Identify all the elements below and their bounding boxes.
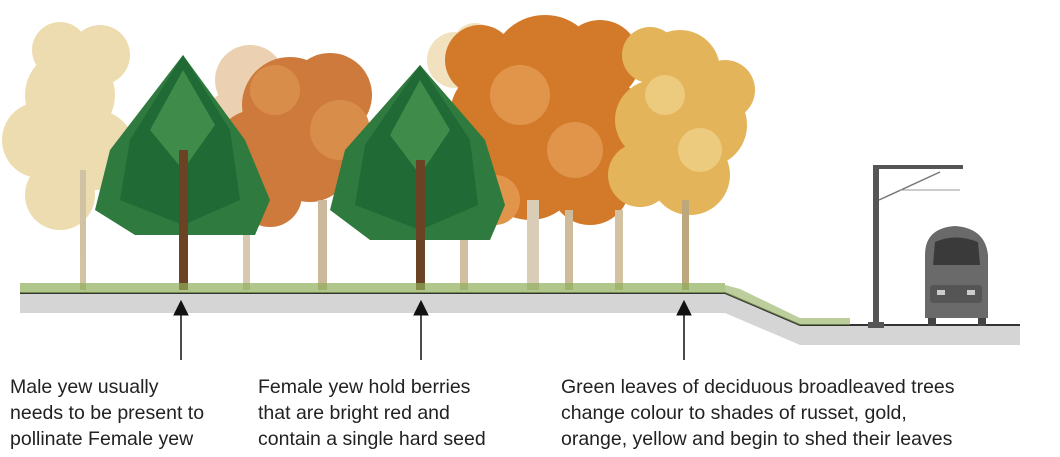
- caption-line: Female yew hold berries: [258, 374, 486, 400]
- caption-line: Green leaves of deciduous broadleaved tr…: [561, 374, 955, 400]
- caption-line: orange, yellow and begin to shed their l…: [561, 426, 955, 452]
- male-yew-caption: Male yew usually needs to be present to …: [10, 374, 204, 452]
- caption-line: Male yew usually: [10, 374, 204, 400]
- female-yew-caption: Female yew hold berries that are bright …: [258, 374, 486, 452]
- train-icon: [925, 226, 988, 326]
- deciduous-tree-icon: [608, 27, 755, 290]
- ground: [20, 283, 1020, 345]
- caption-line: needs to be present to: [10, 400, 204, 426]
- caption-line: contain a single hard seed: [258, 426, 486, 452]
- caption-line: that are bright red and: [258, 400, 486, 426]
- caption-line: pollinate Female yew: [10, 426, 204, 452]
- caption-line: change colour to shades of russet, gold,: [561, 400, 955, 426]
- deciduous-caption: Green leaves of deciduous broadleaved tr…: [561, 374, 955, 452]
- woodland-scene: [0, 0, 1060, 360]
